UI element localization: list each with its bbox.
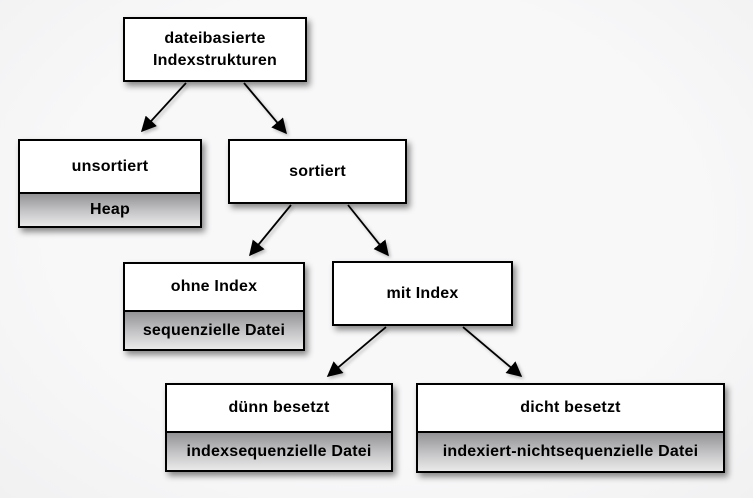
node-label: mit Index (386, 284, 459, 302)
edge-mit-index-dicht-besetzt (462, 326, 523, 377)
node-sortiert: sortiert (228, 139, 407, 204)
edge-mit-index-duenn-besetzt (326, 326, 387, 377)
node-label: dünn besetzt (228, 399, 330, 417)
node-duenn-besetzt: dünn besetzt indexsequenzielle Datei (165, 383, 393, 472)
node-dateibasierte-indexstrukturen: dateibasierte Indexstrukturen (123, 17, 307, 82)
node-unsortiert: unsortiert Heap (18, 139, 202, 228)
node-sublabel: Heap (20, 192, 200, 226)
node-sublabel: indexsequenzielle Datei (167, 431, 391, 470)
edge-root-sortiert (243, 82, 287, 135)
node-mit-index: mit Index (332, 261, 513, 326)
node-label: dateibasierte Indexstrukturen (153, 29, 277, 69)
edge-sortiert-ohne-index (249, 204, 292, 257)
node-label: sortiert (289, 162, 346, 180)
node-label: dicht besetzt (520, 399, 621, 417)
edge-root-unsortiert (140, 82, 187, 133)
node-ohne-index: ohne Index sequenzielle Datei (123, 262, 305, 351)
node-label: ohne Index (170, 278, 258, 296)
node-sublabel: indexiert-nichtsequenzielle Datei (418, 431, 723, 471)
edge-sortiert-mit-index (347, 204, 389, 257)
node-dicht-besetzt: dicht besetzt indexiert-nichtsequenziell… (416, 383, 725, 473)
node-label: unsortiert (71, 157, 149, 175)
node-sublabel: sequenzielle Datei (125, 310, 303, 349)
